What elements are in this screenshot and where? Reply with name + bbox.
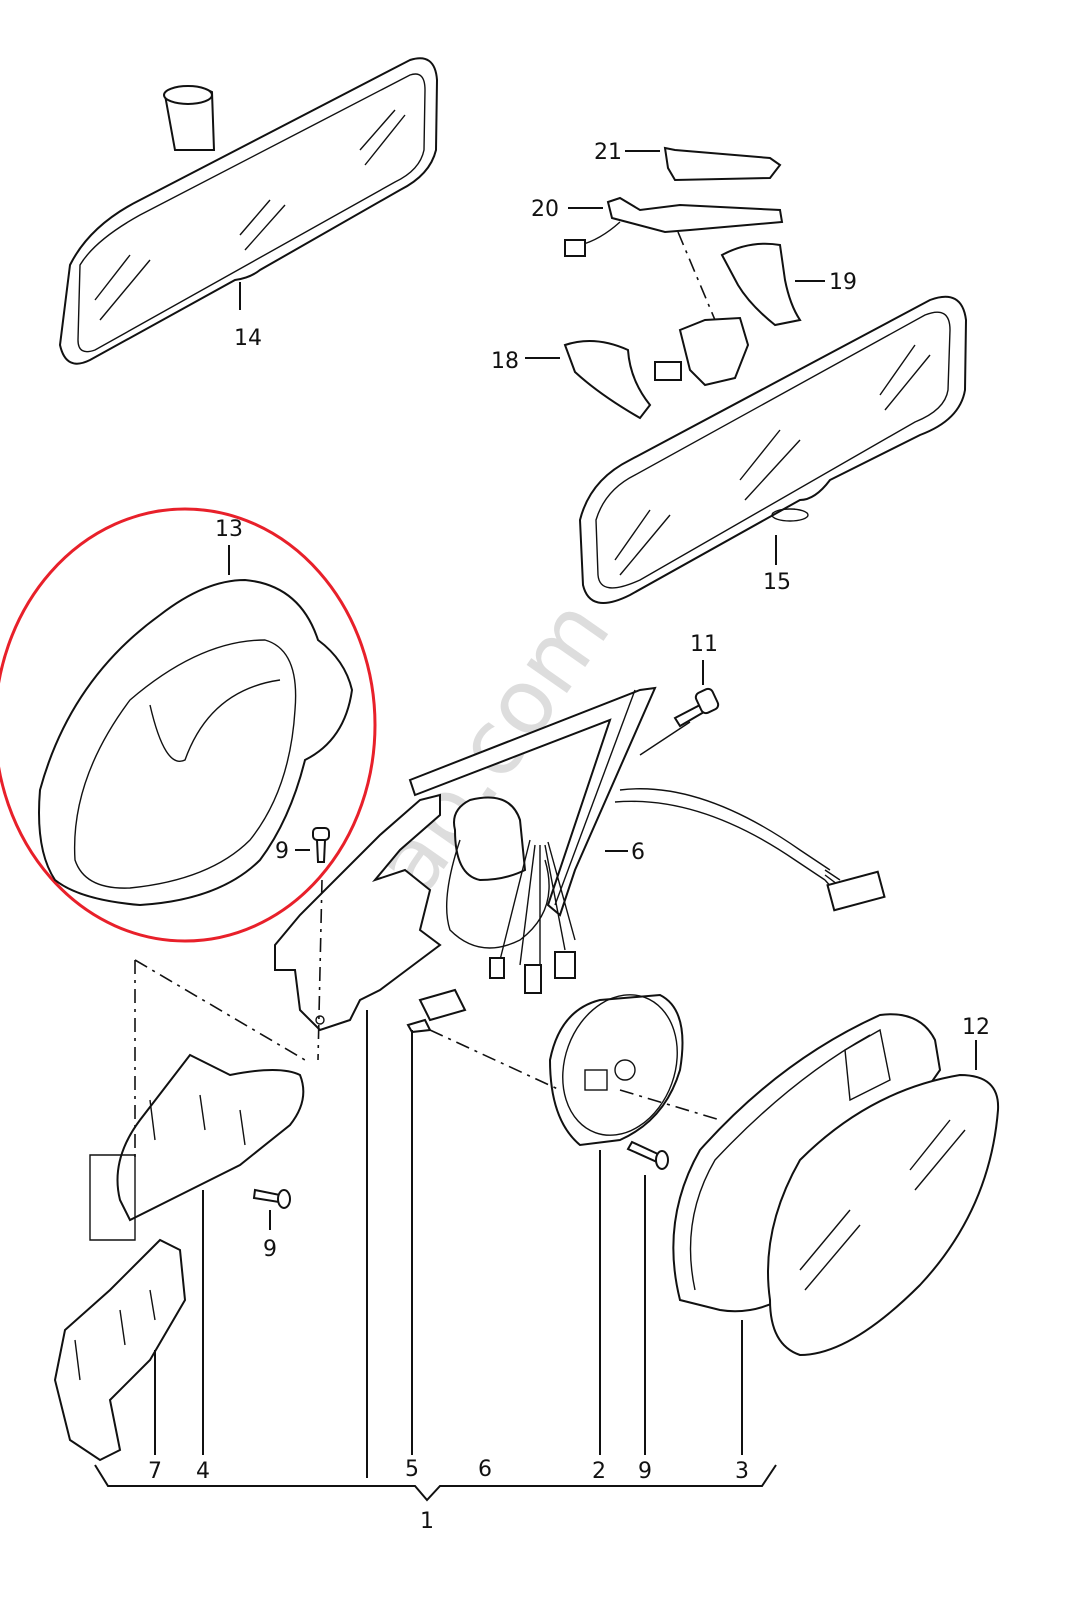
assembly-guide-line [429,1029,721,1121]
callout-7: 7 [148,1459,162,1484]
leader-lines [366,1010,413,1478]
callout-15: 15 [763,570,791,595]
callout-3: 3 [735,1459,749,1484]
callout-5: 5 [405,1457,419,1482]
callout-9: 9 [263,1237,277,1262]
callout-2: 2 [592,1459,606,1484]
part-12-mirror-glass[interactable] [767,1040,1000,1357]
callout-12: 12 [962,1015,990,1040]
callout-9: 9 [275,839,289,864]
part-21-cover[interactable] [625,146,782,182]
part-15-rearview-mirror[interactable] [578,295,968,604]
callout-14: 14 [234,326,262,351]
callout-20: 20 [531,197,559,222]
part-4-lower-cover[interactable] [116,1053,305,1455]
group-bracket-1 [94,1464,777,1502]
callout-4: 4 [196,1459,210,1484]
part-20-wiring-bracket[interactable] [564,196,784,321]
callout-13: 13 [215,517,243,542]
callout-21: 21 [594,140,622,165]
part-9-screw-a[interactable] [295,827,330,863]
part-19-cover[interactable] [720,242,825,327]
callout-18: 18 [491,349,519,374]
callout-19: 19 [829,270,857,295]
part-1-mirror-bracket[interactable] [274,793,576,1061]
part-13-mirror-cap[interactable] [38,545,354,907]
part-2-adjustment-motor[interactable] [544,979,697,1455]
assembly-guide-line [134,959,306,1160]
part-18-cover[interactable] [525,340,652,420]
callout-6: 6 [478,1457,492,1482]
callout-1: 1 [420,1509,434,1534]
callout-9: 9 [638,1459,652,1484]
part-5-pad[interactable] [406,988,467,1034]
part-9-screw-b[interactable] [252,1188,291,1230]
alternative-bracket-line [89,1154,136,1241]
part-11-screw[interactable] [639,660,720,756]
part-7-lower-cover[interactable] [53,1238,187,1462]
highlight-circle [0,507,377,943]
part-14-rearview-mirror[interactable] [58,57,439,365]
callout-6: 6 [631,840,645,865]
part-9-screw-c[interactable] [626,1140,669,1455]
callout-labels: 14 21 20 19 18 15 13 11 9 6 12 9 7 4 5 6… [148,140,990,1534]
callout-11: 11 [690,632,718,657]
part-6-mirror-base[interactable] [408,686,886,917]
